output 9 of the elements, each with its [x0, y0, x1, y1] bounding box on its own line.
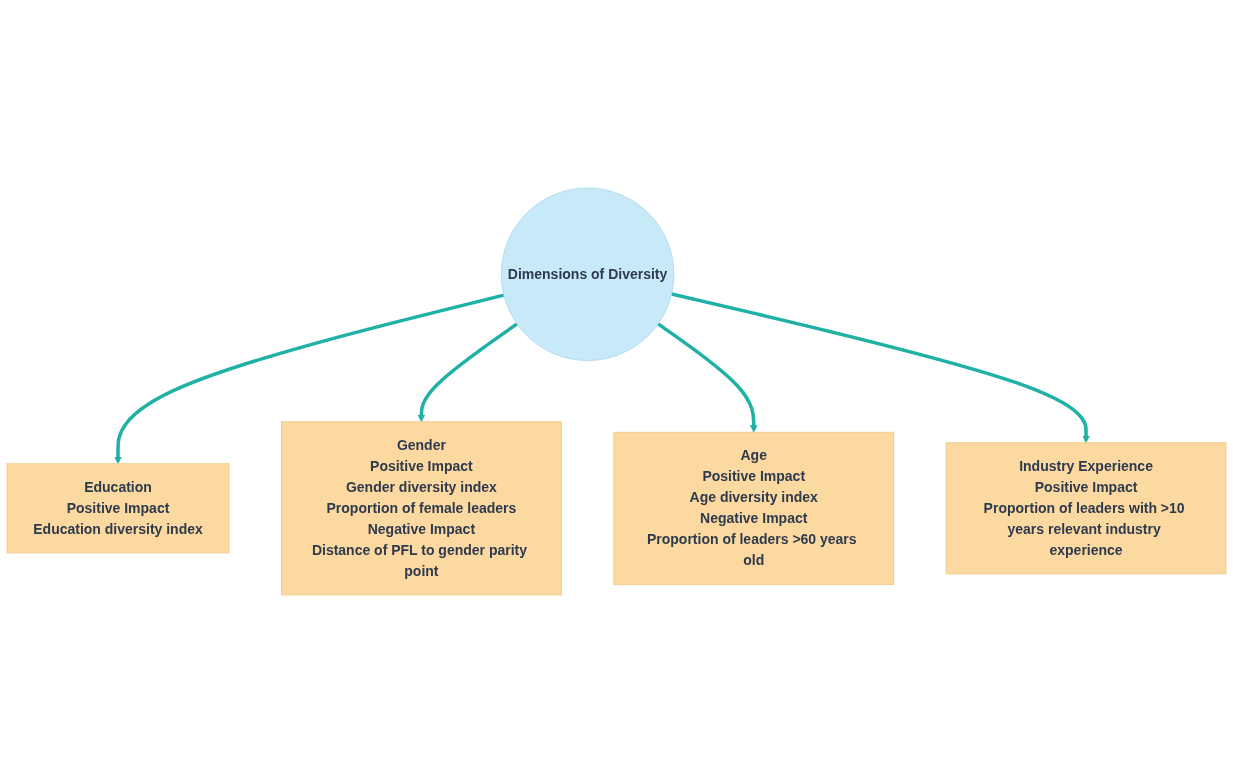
arrow: [657, 322, 758, 433]
arrow: [114, 293, 505, 465]
node-box: Education Positive Impact Education diversity index: [6, 463, 230, 554]
arrow: [417, 322, 518, 423]
arrow: [671, 292, 1090, 444]
node-box: Age Positive Impact Age diversity index Negative Impact Proportion of leaders >60 years old: [613, 431, 895, 585]
node-circle: Dimensions of Diversity: [500, 187, 675, 361]
node-box: Industry Experience Positive Impact Proportion of leaders with >10 years relevant industry experience: [945, 442, 1227, 575]
node-box: Gender Positive Impact Gender diversity index Proportion of female leaders Negative Impact Distance of PFL to gender parity point: [281, 421, 562, 596]
